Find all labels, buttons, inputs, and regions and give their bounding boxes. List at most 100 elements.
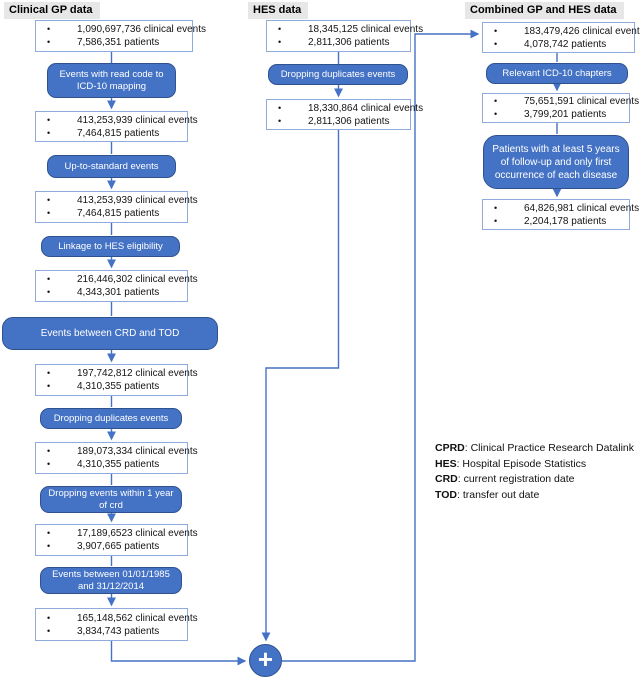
bullet-icon: •: [47, 381, 51, 391]
data-line: 2,811,306 patients: [308, 115, 390, 127]
gp-process-drop-duplicates: Dropping duplicates events: [40, 408, 182, 429]
data-row: • 4,310,355 patients: [38, 458, 185, 471]
bullet-icon: •: [47, 625, 51, 636]
data-row: • 216,446,302 clinical events: [38, 273, 198, 286]
merge-plus-icon: +: [249, 644, 282, 677]
data-row: • 64,826,981 clinical events: [485, 202, 639, 215]
data-row: • 7,464,815 patients: [38, 207, 185, 220]
data-line: 413,253,939 clinical events: [77, 195, 198, 206]
flow-arrow-merge-to-combined: [282, 29, 480, 662]
data-row: •413,253,939 clinical events: [38, 114, 198, 127]
bullet-icon: •: [494, 215, 498, 226]
legend-definition: : Clinical Practice Research Datalink: [464, 442, 634, 454]
gp-data-box-4: • 216,446,302 clinical events •4,343,301 …: [35, 270, 198, 302]
bullet-icon: •: [47, 446, 51, 456]
gp-data-box-1: • 1,090,697,736 clinical events • 7,586,35…: [35, 20, 206, 52]
gp-data-box-8: • 165,148,562 clinical events •3,834,743 …: [35, 608, 198, 641]
legend-definition: : transfer out date: [456, 488, 540, 501]
data-row: •4,310,355 patients: [38, 380, 185, 393]
column-header-combined: Combined GP and HES data: [465, 2, 624, 19]
data-line: 165,148,562 clinical events: [77, 612, 198, 624]
bullet-icon: •: [47, 287, 51, 297]
legend-item: TOD: transfer out date: [435, 488, 634, 504]
bullet-icon: •: [47, 208, 51, 218]
data-row: • 7,464,815 patients: [38, 127, 185, 140]
bullet-icon: •: [494, 109, 498, 119]
flow-arrow-gp-to-merge: [110, 641, 247, 666]
bullet-icon: •: [278, 37, 282, 47]
combined-data-box-3: • 64,826,981 clinical events •2,204,178 p…: [482, 199, 639, 230]
legend-definition: : Hospital Episode Statistics: [456, 457, 587, 470]
data-row: •2,811,306 patients: [269, 36, 408, 49]
bullet-icon: •: [494, 25, 498, 36]
abbreviation-legend: CPRD: Clinical Practice Research Datalin…: [435, 441, 634, 503]
data-row: •3,834,743 patients: [38, 625, 185, 638]
bullet-icon: •: [494, 96, 498, 106]
legend-item: CRD: current registration date: [435, 472, 634, 488]
data-line: 4,310,355 patients: [77, 459, 160, 470]
data-line: 3,799,201 patients: [524, 109, 607, 120]
gp-data-box-7: •17,189,6523 clinical events •3,907,665 …: [35, 524, 198, 556]
data-line: 17,189,6523 clinical events: [77, 528, 198, 539]
data-line: 64,826,981 clinical events: [524, 202, 640, 214]
data-row: • 3,799,201 patients: [485, 108, 627, 121]
data-row: •75,651,591 clinical events: [485, 95, 639, 108]
bullet-icon: •: [47, 24, 51, 34]
bullet-icon: •: [47, 528, 51, 538]
bullet-icon: •: [47, 612, 51, 623]
data-row: • 17,189,6523 clinical events: [38, 527, 198, 540]
combined-process-followup-filter: Patients with at least 5 years of follow…: [483, 135, 629, 189]
data-row: • 7,586,351 patients: [38, 36, 190, 49]
bullet-icon: •: [494, 38, 498, 49]
gp-process-date-range: Events between 01/01/1985 and 31/12/2014: [40, 567, 182, 594]
combined-data-box-1: •183,479,426 clinical events •4,078,742 …: [482, 22, 640, 53]
gp-process-up-to-standard: Up-to-standard events: [47, 155, 176, 178]
gp-data-box-5: •197,742,812 clinical events •4,310,355 …: [35, 364, 198, 396]
hes-data-box-1: • 18,345,125 clinical events •2,811,306 p…: [266, 20, 423, 52]
bullet-icon: •: [494, 202, 498, 213]
data-line: 7,586,351 patients: [77, 37, 160, 48]
data-line: 1,090,697,736 clinical events: [77, 24, 206, 35]
hes-data-box-2: •18,330,864 clinical events •2,811,306 p…: [266, 99, 423, 130]
data-line: 18,345,125 clinical events: [308, 24, 424, 35]
hes-process-drop-duplicates: Dropping duplicates events: [268, 64, 408, 85]
bullet-icon: •: [47, 195, 51, 205]
bullet-icon: •: [47, 459, 51, 469]
data-row: • 1,090,697,736 clinical events: [38, 23, 206, 36]
data-row: • 165,148,562 clinical events: [38, 612, 198, 625]
gp-data-box-2: •413,253,939 clinical events • 7,464,815 …: [35, 111, 198, 142]
gp-process-crd-tod: Events between CRD and TOD: [2, 317, 218, 350]
data-row: •4,343,301 patients: [38, 286, 185, 299]
bullet-icon: •: [278, 102, 282, 113]
column-header-hes: HES data: [248, 2, 309, 19]
data-line: 7,464,815 patients: [77, 127, 160, 139]
data-row: •197,742,812 clinical events: [38, 367, 198, 380]
combined-process-icd10-chapters: Relevant ICD-10 chapters: [486, 63, 628, 84]
data-line: 7,464,815 patients: [77, 208, 160, 219]
data-row: • 18,345,125 clinical events: [269, 23, 423, 36]
legend-item: CPRD: Clinical Practice Research Datalin…: [435, 441, 634, 457]
gp-data-box-6: • 189,073,334 clinical events • 4,310,355 …: [35, 442, 198, 474]
gp-process-hes-linkage: Linkage to HES eligibility: [41, 236, 180, 257]
bullet-icon: •: [47, 127, 51, 138]
gp-data-box-3: • 413,253,939 clinical events • 7,464,815 …: [35, 191, 198, 223]
data-line: 197,742,812 clinical events: [77, 368, 198, 379]
data-row: • 413,253,939 clinical events: [38, 194, 198, 207]
legend-definition: : current registration date: [457, 473, 575, 485]
data-row: • 189,073,334 clinical events: [38, 445, 198, 458]
bullet-icon: •: [47, 37, 51, 47]
data-line: 413,253,939 clinical events: [77, 114, 198, 126]
bullet-icon: •: [278, 24, 282, 34]
data-row: •2,204,178 patients: [485, 215, 627, 228]
column-header-gp: Clinical GP data: [4, 2, 100, 19]
bullet-icon: •: [47, 274, 51, 284]
bullet-icon: •: [47, 541, 51, 551]
data-line: 189,073,334 clinical events: [77, 446, 198, 457]
data-row: •4,078,742 patients: [485, 38, 632, 51]
legend-item: HES: Hospital Episode Statistics: [435, 457, 634, 473]
data-row: •183,479,426 clinical events: [485, 25, 640, 38]
bullet-icon: •: [278, 115, 282, 126]
combined-data-box-2: •75,651,591 clinical events • 3,799,201 p…: [482, 93, 639, 123]
data-line: 216,446,302 clinical events: [77, 274, 198, 285]
